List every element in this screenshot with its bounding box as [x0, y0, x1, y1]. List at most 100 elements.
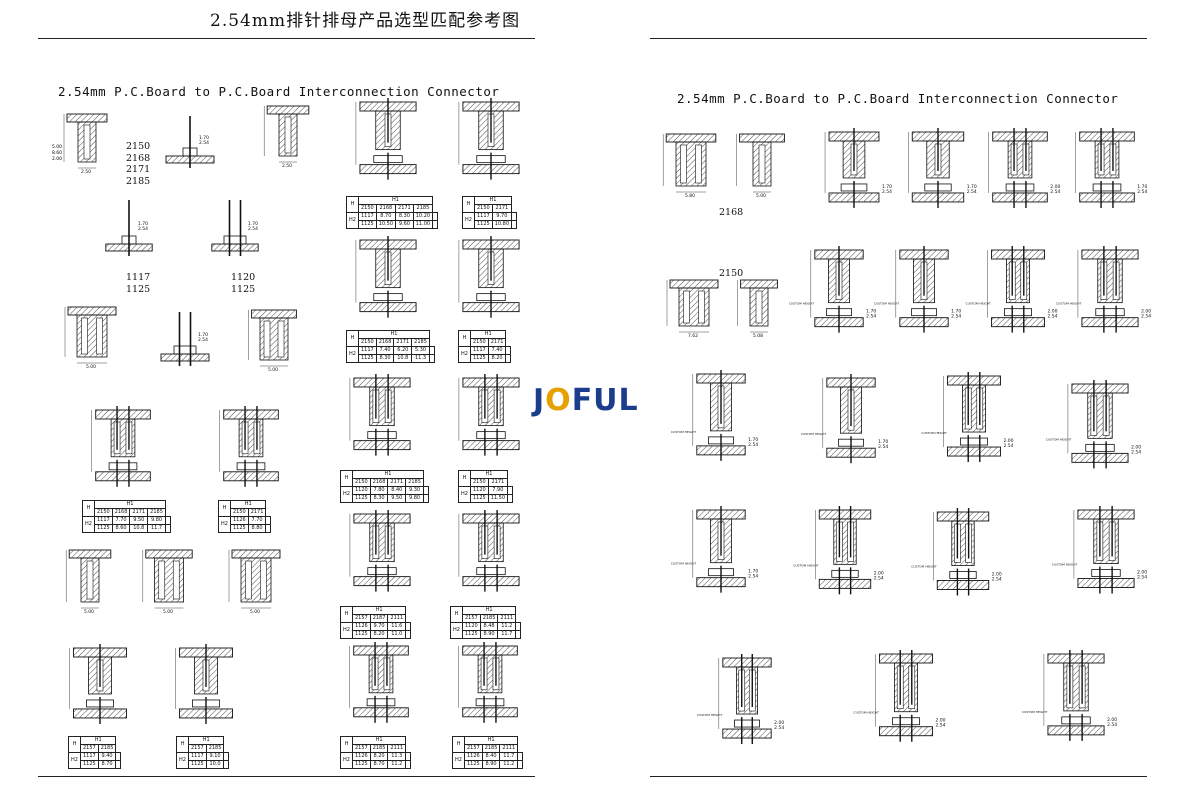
- dimension-label: 8.60: [52, 150, 62, 156]
- table-cell: 1117: [93, 516, 113, 525]
- dimension-label: 5.08: [753, 333, 763, 339]
- table-col-header: 2171: [487, 478, 509, 487]
- dimension-label: 1.70: [138, 221, 148, 227]
- table-cell: 1125: [229, 524, 249, 533]
- table-cell: 8.30: [369, 494, 389, 503]
- table-h1-header: H1: [351, 470, 424, 479]
- table-h-header: H: [340, 470, 353, 487]
- table-cell: 1125: [357, 354, 377, 363]
- dimension-label: 2.54: [1048, 314, 1058, 320]
- table-cell: 1125: [187, 760, 207, 769]
- dimension-label: 2.00: [1131, 444, 1141, 450]
- table-h2-label: H2: [82, 516, 95, 533]
- dimension-label: 2.54: [967, 189, 977, 195]
- table-col-header: 2157: [187, 744, 207, 753]
- table-cell: 8.70: [369, 760, 389, 769]
- dimension-label: 1.70: [248, 221, 258, 227]
- table-cell: 8.30: [375, 354, 395, 363]
- dimension-label: 2.54: [774, 725, 784, 731]
- table-h2-label: H2: [346, 212, 359, 229]
- table-cell: 11.2: [499, 760, 519, 769]
- custom-height-label: CUSTOM HEIGHT: [911, 565, 937, 569]
- dimension-label: 5.00: [86, 364, 96, 370]
- dimension-label: 5.00: [52, 144, 62, 150]
- top-rule-right: [650, 38, 1147, 39]
- table-cell: 1120: [461, 622, 481, 631]
- dimension-label: 2.54: [198, 337, 208, 343]
- logo-letter-o: O: [545, 383, 572, 418]
- table-cell: 10.20: [412, 212, 434, 221]
- table-cell: 9.80: [147, 516, 166, 525]
- table-h-header: H: [458, 470, 471, 487]
- table-h1-header: H1: [187, 736, 225, 745]
- dimension-label: 2.54: [1137, 189, 1147, 195]
- custom-height-label: CUSTOM HEIGHT: [801, 432, 827, 436]
- table-col-header: 2171: [393, 338, 413, 347]
- custom-height-label: CUSTOM HEIGHT: [697, 713, 723, 717]
- table-col-header: 2171: [129, 508, 149, 517]
- table-cell: 1125: [351, 494, 371, 503]
- page-title: 2.54mm排针排母产品选型匹配参考图: [210, 11, 521, 31]
- socket-dual-2168: 5.00: [64, 306, 117, 370]
- table-col-header: 2168: [369, 478, 389, 487]
- table-h2-label: H2: [68, 752, 81, 769]
- table-cell: 9.70: [369, 622, 389, 631]
- dimension-label: 2.00: [1048, 309, 1058, 315]
- dimension-label: 2.54: [1137, 575, 1147, 581]
- table-cell: 10.0: [205, 760, 225, 769]
- table-h2-label: H2: [458, 486, 471, 503]
- custom-height-label: CUSTOM HEIGHT: [1056, 302, 1082, 306]
- table-h-header: H: [458, 330, 471, 347]
- table-cell: 9.10: [205, 752, 225, 761]
- table-cell: 11.7: [499, 752, 519, 761]
- table-col-header: 2150: [473, 204, 493, 213]
- table-cell: 7.90: [487, 486, 509, 495]
- socket-2150-dual: 7.62: [666, 279, 719, 339]
- logo-letter-j: J: [533, 383, 546, 418]
- table-cell: 8.80: [247, 524, 267, 533]
- table-h1-header: H1: [351, 606, 407, 615]
- table-col-header: 2150: [229, 508, 249, 517]
- table-cell: 5.30: [411, 346, 430, 355]
- table-col-header: 2157: [351, 744, 371, 753]
- male-single-pin: 1.702.54: [165, 116, 215, 168]
- dimension-label: 1.70: [748, 569, 758, 575]
- table-cell: 9.80: [405, 494, 424, 503]
- table-col-header: 2150: [469, 478, 489, 487]
- male-right-1120: 1.702.54: [211, 200, 259, 256]
- stack-2111-1125: [458, 642, 518, 723]
- table-cell: 1117: [469, 346, 489, 355]
- dimension-label: 2.54: [748, 442, 758, 448]
- dimension-label: 1.70: [882, 184, 892, 190]
- table-h-header: H: [82, 500, 95, 517]
- table-h1-header: H1: [461, 606, 517, 615]
- dimension-label: 2.54: [1141, 314, 1151, 320]
- table-h1-header: H1: [357, 330, 430, 339]
- custom-height-label: CUSTOM HEIGHT: [921, 431, 947, 435]
- table-col-header: 2171: [247, 508, 267, 517]
- dimension-label: 1.70: [866, 309, 876, 315]
- table-cell: 8.60: [111, 524, 131, 533]
- dimension-label: 2.54: [936, 723, 946, 729]
- stack-r1-2: 1.702.54: [908, 128, 977, 208]
- dimension-label: 7.62: [688, 333, 698, 339]
- stack-dual-2171: [219, 406, 279, 487]
